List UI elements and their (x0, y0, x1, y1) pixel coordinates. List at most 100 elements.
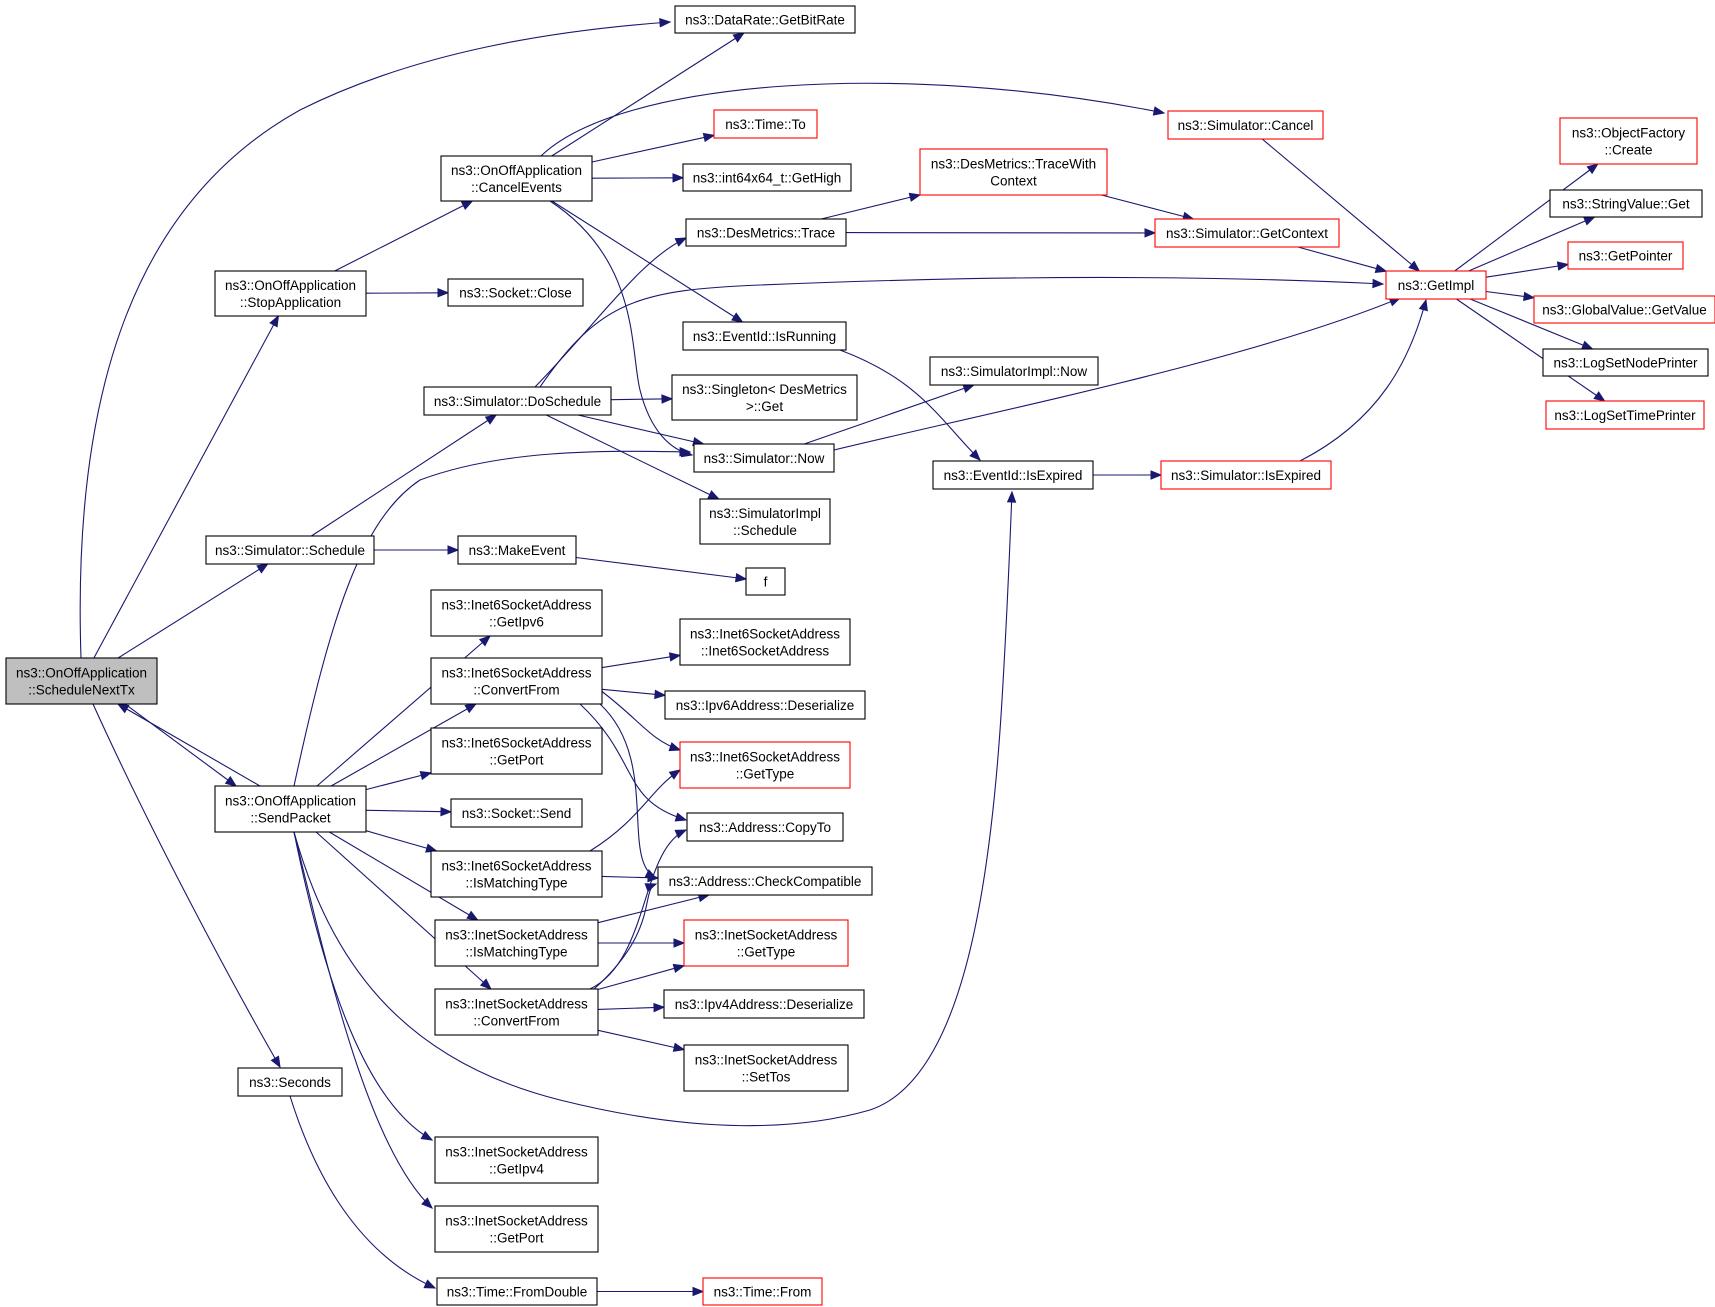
node-ipv4-deserialize[interactable]: ns3::Ipv4Address::Deserialize (663, 989, 865, 1019)
node-sim-cancel[interactable]: ns3::Simulator::Cancel (1167, 110, 1324, 140)
node-label-line: ::StopApplication (240, 295, 341, 310)
node-get-high[interactable]: ns3::int64x64_t::GetHigh (682, 163, 852, 192)
node-f[interactable]: f (745, 567, 786, 596)
node-label-line: ns3::Seconds (249, 1075, 331, 1090)
arrowhead (732, 32, 746, 43)
node-event-id-is-running[interactable]: ns3::EventId::IsRunning (682, 321, 847, 351)
node-label-line: ns3::Address::CheckCompatible (669, 874, 862, 889)
edge-i6_convert_from-to-i6_ctor (601, 652, 682, 669)
node-label-line: ns3::GetPointer (1579, 249, 1673, 264)
node-get-pointer[interactable]: ns3::GetPointer (1567, 241, 1684, 270)
node-label-line: ns3::GetImpl (1398, 278, 1475, 293)
node-box (440, 155, 593, 202)
node-label-line: ::IsMatchingType (465, 876, 567, 891)
node-label-line: Context (990, 174, 1037, 189)
node-cancel-events[interactable]: ns3::OnOffApplication::CancelEvents (440, 155, 593, 202)
node-sim-impl-schedule[interactable]: ns3::SimulatorImpl::Schedule (699, 498, 831, 545)
node-i4-is-matching-type[interactable]: ns3::InetSocketAddress::IsMatchingType (434, 919, 599, 967)
node-sim-impl-now[interactable]: ns3::SimulatorImpl::Now (929, 356, 1099, 386)
node-label-line: ns3::Ipv6Address::Deserialize (676, 698, 855, 713)
node-box (434, 988, 599, 1036)
node-sim-now[interactable]: ns3::Simulator::Now (693, 443, 835, 473)
node-global-value-get-value[interactable]: ns3::GlobalValue::GetValue (1533, 295, 1715, 324)
node-sim-is-expired[interactable]: ns3::Simulator::IsExpired (1160, 460, 1332, 490)
node-string-value-get[interactable]: ns3::StringValue::Get (1549, 189, 1703, 218)
node-get-bitrate[interactable]: ns3::DataRate::GetBitRate (674, 5, 856, 34)
node-i6-get-ipv6[interactable]: ns3::Inet6SocketAddress::GetIpv6 (430, 589, 603, 637)
node-time-to[interactable]: ns3::Time::To (713, 109, 818, 139)
node-box (702, 1277, 823, 1306)
node-seconds[interactable]: ns3::Seconds (237, 1067, 343, 1097)
arrowhead (644, 883, 658, 893)
arrowhead (484, 414, 498, 425)
arrowhead (679, 447, 692, 457)
node-box (657, 866, 873, 896)
node-label-line: ns3::Inet6SocketAddress (441, 598, 591, 613)
node-box (1549, 189, 1703, 218)
node-i6-get-port[interactable]: ns3::Inet6SocketAddress::GetPort (430, 727, 603, 775)
node-log-set-time-printer[interactable]: ns3::LogSetTimePrinter (1545, 400, 1705, 430)
node-i6-ctor[interactable]: ns3::Inet6SocketAddress::Inet6SocketAddr… (679, 618, 851, 666)
node-make-event[interactable]: ns3::MakeEvent (457, 535, 577, 565)
edge-send_packet-to-schedule_next_tx (116, 703, 261, 787)
edge-i4_convert_from-to-address_copy_to (589, 829, 688, 990)
node-label-line: ns3::DesMetrics::TraceWith (931, 157, 1096, 172)
node-i4-set-tos[interactable]: ns3::InetSocketAddress::SetTos (683, 1044, 849, 1092)
arrowhead (1583, 216, 1596, 226)
node-i4-get-ipv4[interactable]: ns3::InetSocketAddress::GetIpv4 (434, 1136, 599, 1184)
node-time-from-double[interactable]: ns3::Time::FromDouble (436, 1277, 598, 1306)
node-label-line: ns3::InetSocketAddress (695, 1053, 838, 1068)
arrowhead (674, 829, 688, 839)
node-sim-get-context[interactable]: ns3::Simulator::GetContext (1154, 218, 1340, 248)
node-ipv6-deserialize[interactable]: ns3::Ipv6Address::Deserialize (664, 690, 866, 720)
edge-send_packet-to-sim_now (293, 447, 692, 787)
node-sim-do-schedule[interactable]: ns3::Simulator::DoSchedule (423, 386, 612, 416)
node-box (1533, 295, 1715, 324)
node-address-copy-to[interactable]: ns3::Address::CopyTo (686, 812, 844, 842)
arrowhead (1523, 291, 1536, 302)
node-sim-schedule[interactable]: ns3::Simulator::Schedule (205, 535, 375, 565)
node-i4-convert-from[interactable]: ns3::InetSocketAddress::ConvertFrom (434, 988, 599, 1036)
arrowhead (962, 383, 976, 393)
node-desmetrics-trace[interactable]: ns3::DesMetrics::Trace (685, 218, 847, 247)
node-log-set-node-printer[interactable]: ns3::LogSetNodePrinter (1542, 348, 1709, 377)
node-label-line: ns3::InetSocketAddress (695, 928, 838, 943)
node-i6-is-matching-type[interactable]: ns3::Inet6SocketAddress::IsMatchingType (430, 850, 603, 898)
arrowhead (479, 978, 492, 990)
node-socket-close[interactable]: ns3::Socket::Close (447, 278, 584, 307)
node-box (682, 321, 847, 351)
edge-trace_with_context-to-sim_get_context (1101, 194, 1195, 221)
node-i4-get-port[interactable]: ns3::InetSocketAddress::GetPort (434, 1205, 599, 1253)
node-send-packet[interactable]: ns3::OnOffApplication::SendPacket (214, 785, 367, 833)
node-box (5, 657, 158, 705)
node-socket-send[interactable]: ns3::Socket::Send (450, 798, 583, 828)
arrowhead (674, 812, 688, 822)
node-label-line: ::GetIpv6 (489, 615, 544, 630)
node-box (1385, 270, 1487, 300)
arrowhead (1150, 470, 1163, 480)
node-singleton-get[interactable]: ns3::Singleton< DesMetrics >::Get (671, 374, 858, 421)
node-box (693, 443, 835, 473)
node-box (713, 109, 818, 139)
node-stop-application[interactable]: ns3::OnOffApplication::StopApplication (214, 270, 367, 317)
node-box (434, 1136, 599, 1184)
node-i6-get-type[interactable]: ns3::Inet6SocketAddress::GetType (679, 741, 851, 789)
node-event-id-is-expired[interactable]: ns3::EventId::IsExpired (932, 460, 1094, 490)
node-object-factory-create[interactable]: ns3::ObjectFactory::Create (1559, 117, 1698, 165)
node-address-check-compatible[interactable]: ns3::Address::CheckCompatible (657, 866, 873, 896)
node-i4-get-type[interactable]: ns3::InetSocketAddress::GetType (683, 919, 849, 967)
edge-get_impl-to-get_pointer (1485, 261, 1570, 278)
node-box (679, 741, 851, 789)
arrowhead (735, 573, 748, 583)
node-get-impl[interactable]: ns3::GetImpl (1385, 270, 1487, 300)
edge-i6_convert_from-to-i6_get_type (599, 689, 682, 752)
node-box (1559, 117, 1698, 165)
node-time-from[interactable]: ns3::Time::From (702, 1277, 823, 1306)
edge-sim_cancel-to-get_impl (1261, 138, 1421, 272)
edge-cancel_events-to-event_id_is_running (551, 200, 744, 323)
node-label-line: ns3::Inet6SocketAddress (690, 750, 840, 765)
node-i6-convert-from[interactable]: ns3::Inet6SocketAddress::ConvertFrom (430, 657, 603, 705)
edge-stop_application-to-cancel_events (334, 200, 474, 272)
edge-schedule_next_tx-to-get_bitrate (79, 17, 672, 659)
